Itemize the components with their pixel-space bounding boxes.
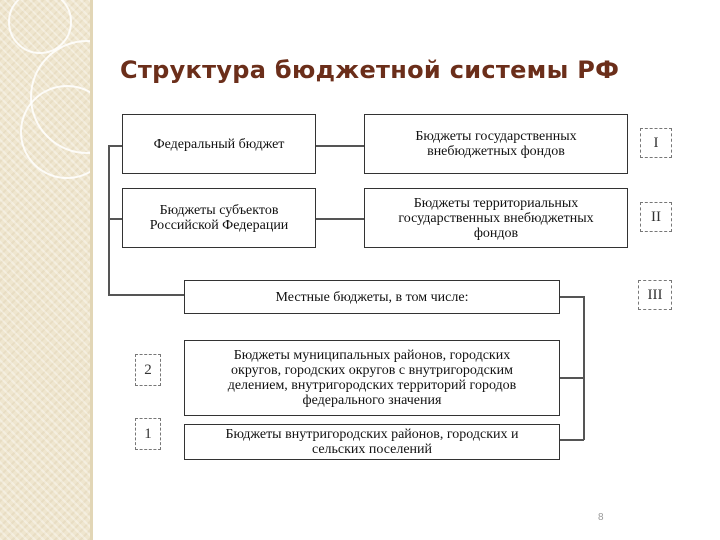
federal-funds-box: Бюджеты государственных внебюджетных фон… (364, 114, 628, 174)
connector-local-right (560, 296, 584, 298)
regional-budget-box: Бюджеты субъектов Российской Федерации (122, 188, 316, 248)
page-number: 8 (598, 512, 604, 523)
regional-funds-label: Бюджеты территориальных государственных … (398, 196, 593, 241)
municipal-budget-box: Бюджеты муниципальных районов, городских… (184, 340, 560, 416)
municipal-budget-label: Бюджеты муниципальных районов, городских… (228, 348, 517, 408)
decorative-circle (20, 85, 114, 179)
local-budget-box: Местные бюджеты, в том числе: (184, 280, 560, 314)
regional-budget-label: Бюджеты субъектов Российской Федерации (150, 203, 289, 233)
sublevel-marker-2: 2 (135, 354, 161, 386)
level-marker-2: II (640, 202, 672, 232)
slide-title: Структура бюджетной системы РФ (120, 56, 619, 84)
connector-regional (108, 218, 122, 220)
level-marker-3: III (638, 280, 672, 310)
decorative-sidebar (0, 0, 90, 540)
right-connector (583, 296, 585, 440)
sublevel-marker-1: 1 (135, 418, 161, 450)
connector-local (108, 294, 184, 296)
regional-funds-box: Бюджеты территориальных государственных … (364, 188, 628, 248)
local-budget-label: Местные бюджеты, в том числе: (276, 290, 469, 305)
connector-federal-funds (316, 145, 364, 147)
sidebar-edge (90, 0, 93, 540)
level-marker-1: I (640, 128, 672, 158)
connector-regional-funds (316, 218, 364, 220)
connector-municipal (560, 377, 584, 379)
left-connector (108, 145, 110, 294)
connector-federal (108, 145, 122, 147)
settlements-budget-box: Бюджеты внутригородских районов, городск… (184, 424, 560, 460)
settlements-budget-label: Бюджеты внутригородских районов, городск… (225, 427, 518, 457)
federal-budget-label: Федеральный бюджет (154, 137, 285, 152)
federal-funds-label: Бюджеты государственных внебюджетных фон… (415, 129, 576, 159)
connector-settlements (560, 439, 584, 441)
federal-budget-box: Федеральный бюджет (122, 114, 316, 174)
